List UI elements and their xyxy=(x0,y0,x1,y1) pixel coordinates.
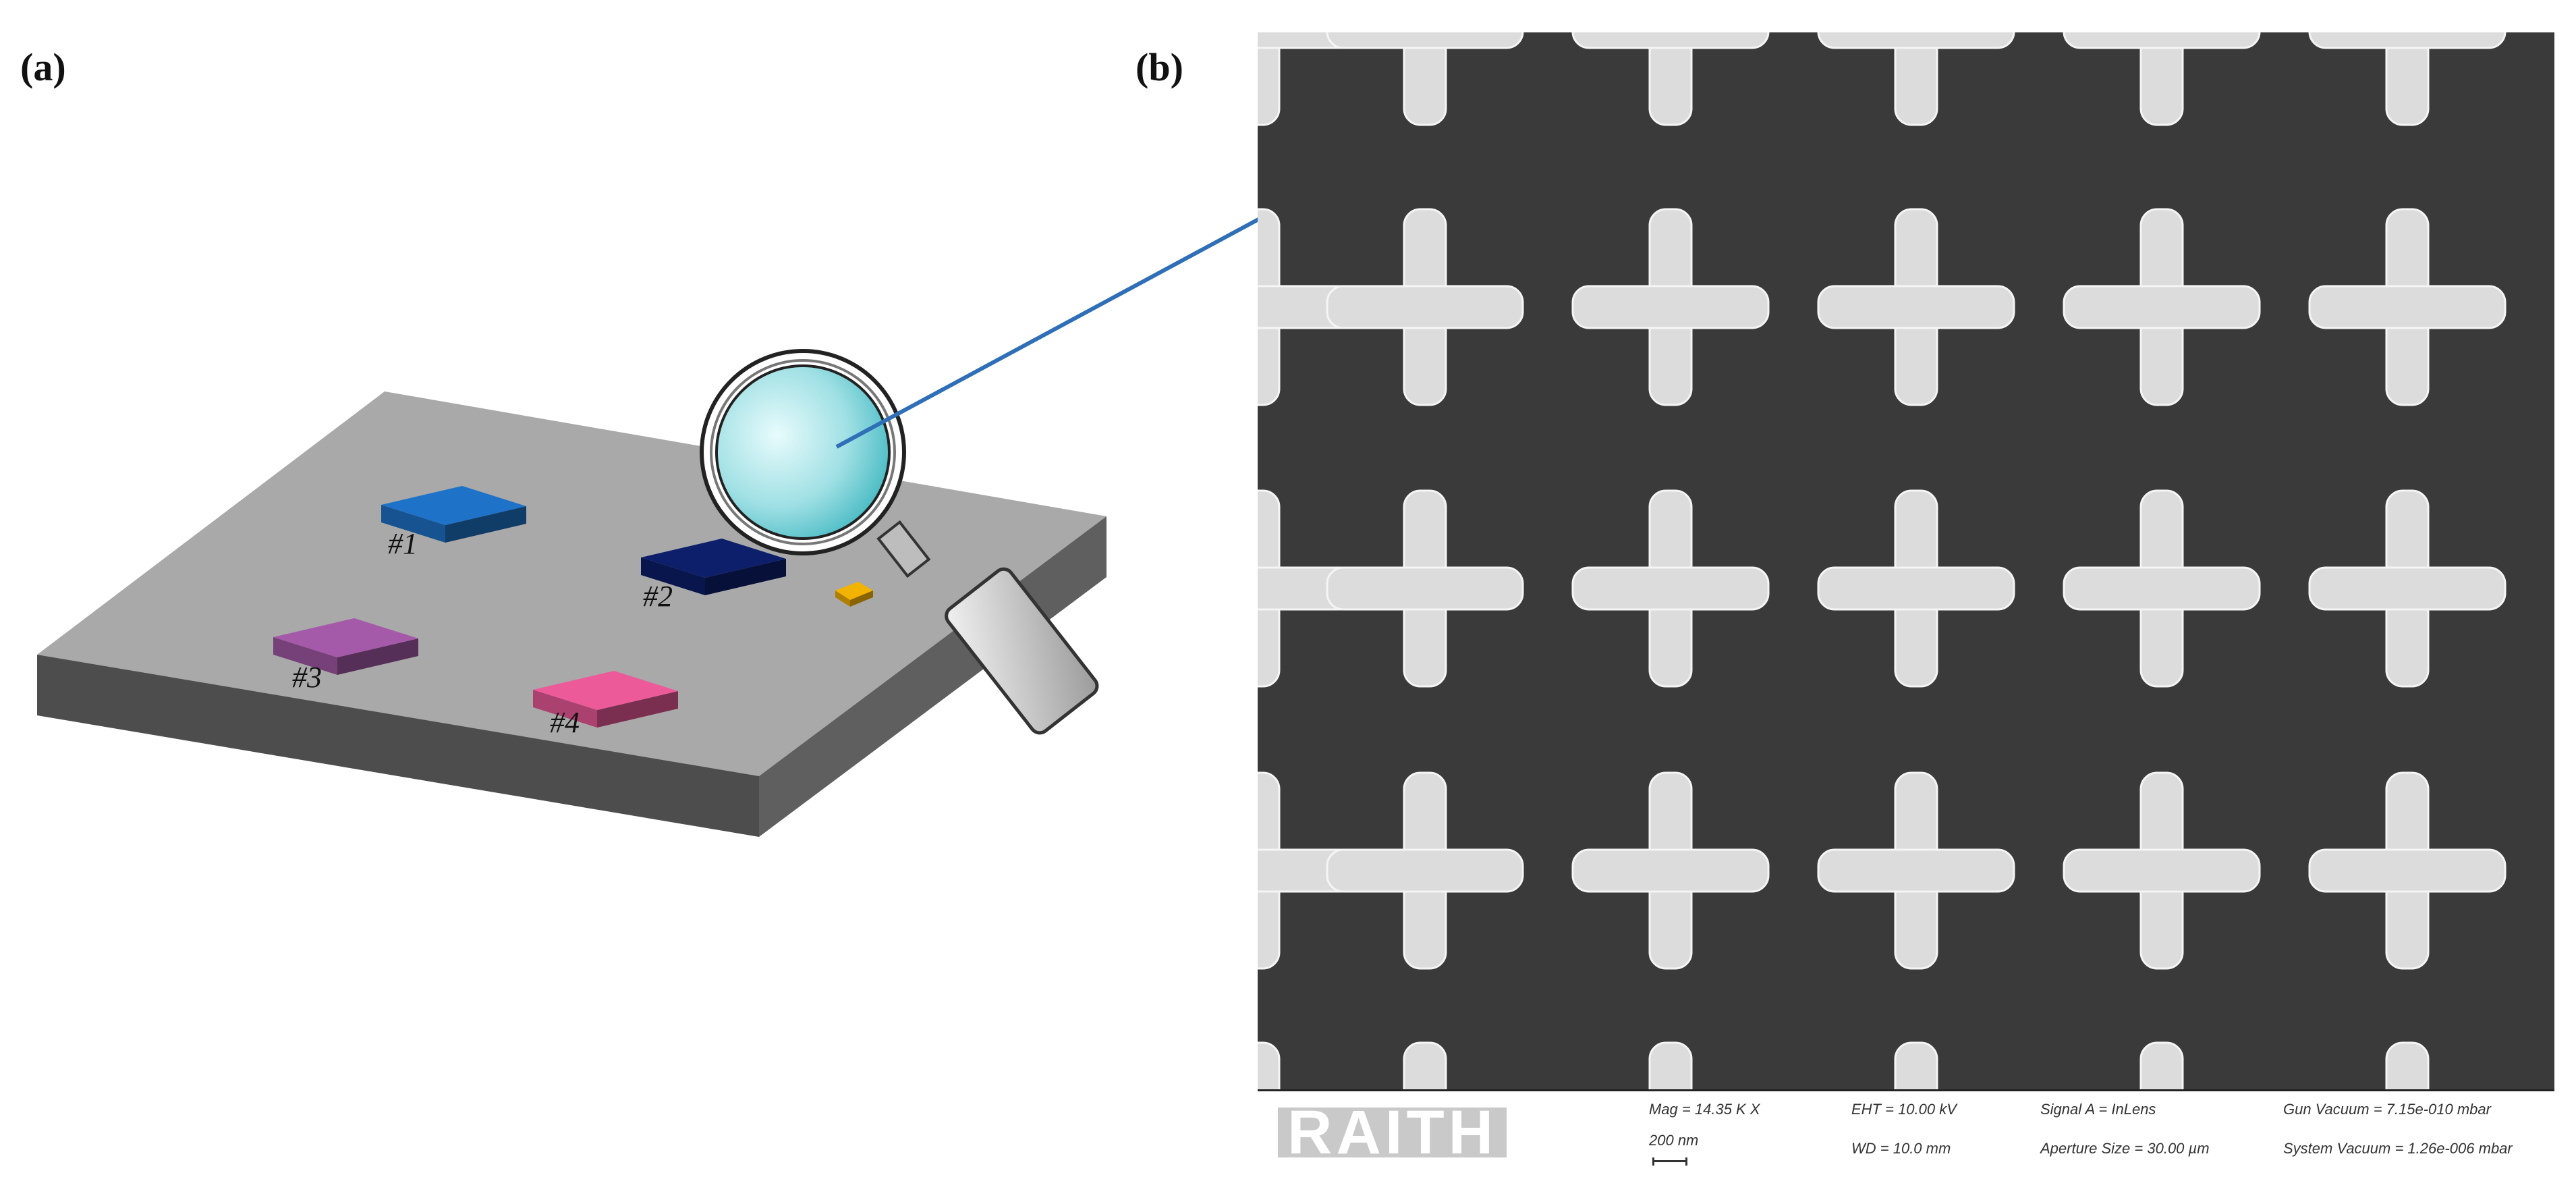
cross-feature xyxy=(1326,489,1524,688)
sem-info-bar: RAITH Mag = 14.35 K X 200 nm EHT = 10.00… xyxy=(1258,1089,2554,1178)
cross-feature xyxy=(2063,208,2261,406)
cross-feature xyxy=(2063,32,2261,126)
sem-working-distance: WD = 10.0 mm xyxy=(1851,1140,1951,1157)
cross-feature xyxy=(1326,771,1524,970)
sem-signal: Signal A = InLens xyxy=(2040,1101,2156,1118)
sample-label-2: #2 xyxy=(643,580,673,613)
cross-feature xyxy=(1817,208,2015,406)
magnifying-glass-icon xyxy=(700,349,1099,735)
cross-feature xyxy=(2308,32,2507,126)
panel-label-b: (b) xyxy=(1136,45,1183,89)
cross-feature xyxy=(1817,32,2015,126)
sem-image xyxy=(1258,32,2554,1089)
cross-feature xyxy=(1326,208,1524,406)
sample-pad-3 xyxy=(273,618,418,675)
sample-pads xyxy=(273,486,786,728)
cross-feature xyxy=(2063,771,2261,970)
sem-gun-vacuum: Gun Vacuum = 7.15e-010 mbar xyxy=(2283,1101,2491,1118)
cross-feature xyxy=(1258,1041,1281,1089)
cross-feature xyxy=(1326,32,1524,126)
sample-pad-2 xyxy=(641,539,786,595)
cross-feature xyxy=(1571,32,1770,126)
sem-system-vacuum: System Vacuum = 1.26e-006 mbar xyxy=(2283,1140,2513,1157)
substrate-front-face xyxy=(37,655,759,837)
raith-logo: RAITH xyxy=(1278,1101,1507,1164)
cross-feature xyxy=(1403,1041,1447,1089)
cross-feature xyxy=(1817,489,2015,688)
cross-feature xyxy=(1571,771,1770,970)
sample-pad-1 xyxy=(381,486,526,543)
scale-bar xyxy=(1652,1157,1687,1166)
sem-aperture: Aperture Size = 30.00 µm xyxy=(2040,1140,2210,1157)
cross-feature xyxy=(1894,1041,1938,1089)
cross-feature xyxy=(2308,489,2507,688)
cross-feature xyxy=(1648,1041,1693,1089)
cross-feature xyxy=(1571,489,1770,688)
cross-feature xyxy=(1817,771,2015,970)
cross-feature xyxy=(2308,208,2507,406)
sem-scale-label: 200 nm xyxy=(1649,1132,1699,1149)
sample-label-4: #4 xyxy=(550,706,580,739)
panel-label-a: (a) xyxy=(20,45,66,89)
sem-eht: EHT = 10.00 kV xyxy=(1851,1101,1957,1118)
small-chip xyxy=(835,582,873,607)
cross-feature xyxy=(2139,1041,2184,1089)
sample-label-1: #1 xyxy=(388,527,418,560)
cross-feature xyxy=(2308,771,2507,970)
cross-feature xyxy=(2063,489,2261,688)
sem-magnification: Mag = 14.35 K X xyxy=(1649,1101,1760,1118)
lens xyxy=(715,364,891,540)
sample-label-3: #3 xyxy=(292,661,322,694)
cross-pattern xyxy=(1258,32,2507,1089)
cross-feature xyxy=(1571,208,1770,406)
cross-feature xyxy=(2385,1041,2430,1089)
sample-pad-4 xyxy=(533,671,678,728)
